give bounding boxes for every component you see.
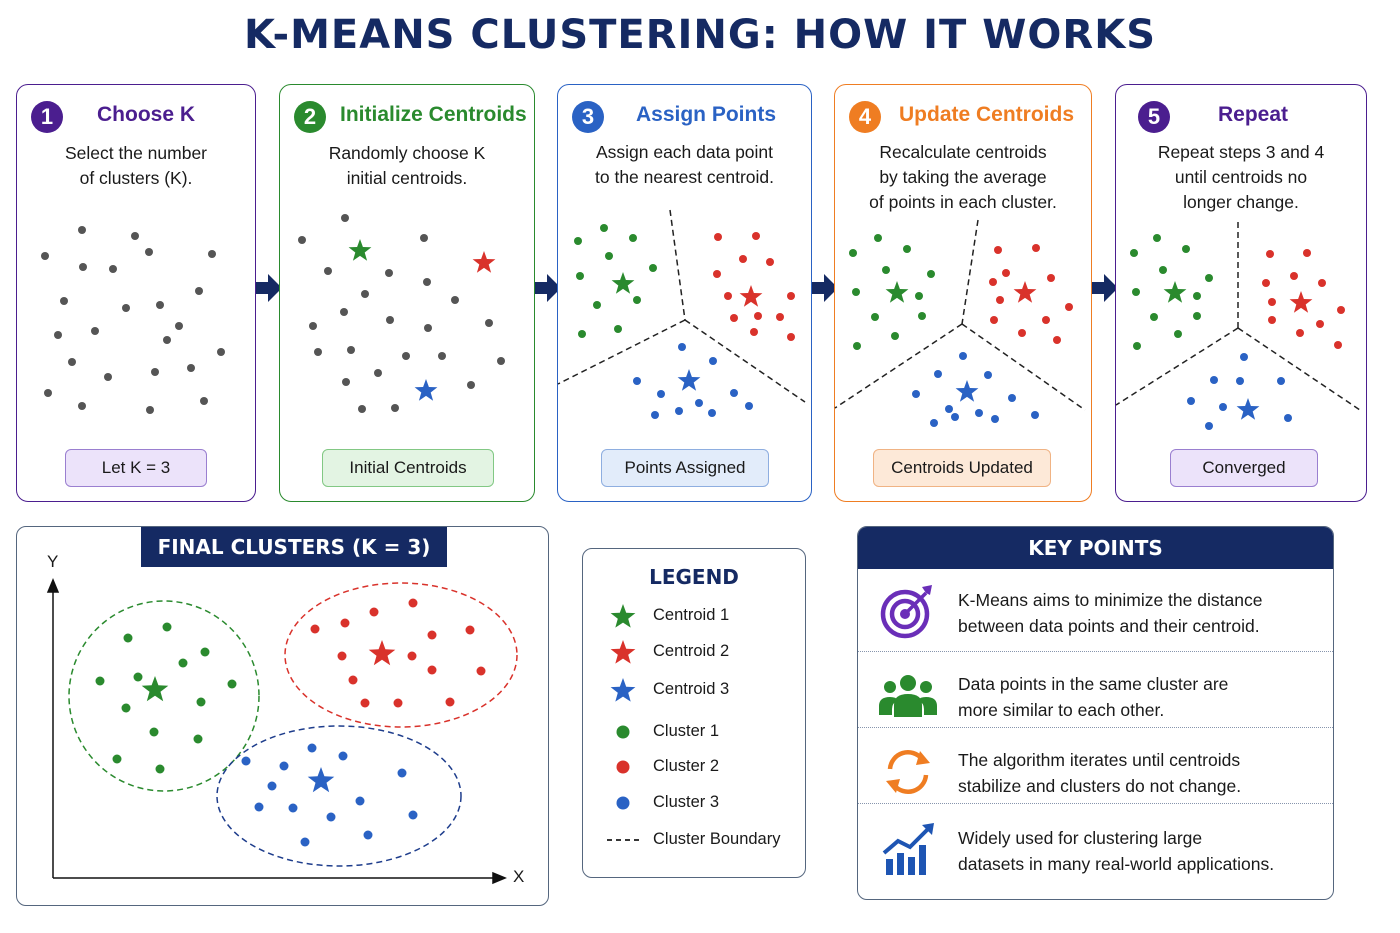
step-card-2: 2 Initialize Centroids Randomly choose K…	[279, 84, 535, 502]
plot-axes	[46, 578, 507, 885]
step-title: Choose K	[97, 103, 196, 126]
centroid-2-star	[472, 251, 496, 273]
final-clusters-title: FINAL CLUSTERS (K = 3)	[141, 527, 447, 567]
y-axis-label: Y	[47, 552, 59, 571]
cluster-3-dots-step-3	[633, 343, 753, 419]
voronoi-boundaries-step-4	[834, 219, 1086, 411]
cluster-2-points	[310, 598, 486, 708]
step-badge: Initial Centroids	[322, 449, 494, 487]
step-number-badge: 4	[849, 101, 881, 133]
voronoi-boundaries-step-3	[557, 209, 806, 403]
final-clusters-plot	[46, 578, 518, 885]
step-badge: Converged	[1170, 449, 1318, 487]
centroid-3-star	[414, 379, 438, 401]
cluster-2-boundary	[284, 582, 518, 728]
cluster-1-dots-step-5	[1130, 234, 1213, 350]
legend-panel: LEGEND Centroid 1 Centroid 2 Centroid 3 …	[582, 548, 806, 878]
step-title: Repeat	[1218, 103, 1289, 126]
step-badge: Centroids Updated	[873, 449, 1051, 487]
final-clusters-panel: FINAL CLUSTERS (K = 3) Y X	[16, 526, 549, 906]
cluster-3-points	[241, 743, 418, 847]
arrow-right-icon	[256, 274, 282, 302]
dot-icon	[616, 725, 630, 739]
cluster-1-dots-step-4	[849, 234, 935, 350]
page-title: K-MEANS CLUSTERING: HOW IT WORKS	[244, 12, 1156, 58]
target-icon	[880, 585, 932, 639]
step-number-badge: 2	[294, 101, 326, 133]
legend-title: LEGEND	[649, 565, 739, 589]
step-badge: Let K = 3	[65, 449, 207, 487]
cluster-2-dots-step-5	[1262, 249, 1345, 349]
cluster-3-dots-step-5	[1187, 353, 1292, 430]
step-title: Assign Points	[636, 103, 777, 126]
star-icon	[610, 604, 636, 628]
group-icon	[879, 675, 937, 717]
step-card-4: 4 Update Centroids Recalculate centroids…	[834, 84, 1092, 502]
growth-chart-icon	[882, 823, 934, 875]
refresh-icon	[886, 750, 930, 794]
step-number-badge: 3	[572, 101, 604, 133]
cluster-3-boundary	[216, 725, 462, 867]
divider	[858, 651, 1333, 652]
x-axis-label: X	[513, 867, 525, 886]
cluster-3-dots-step-4	[912, 352, 1039, 427]
cluster-2-dots-step-3	[713, 232, 795, 341]
key-points-panel: KEY POINTS K-Means aims to minimize the …	[857, 526, 1334, 900]
step-plots-layer	[41, 209, 1361, 430]
star-icon	[610, 640, 636, 664]
step-title: Update Centroids	[899, 103, 1075, 126]
key-points-title: KEY POINTS	[858, 527, 1333, 569]
step-number-badge: 5	[1138, 101, 1170, 133]
divider	[858, 727, 1333, 728]
cluster-1-boundary	[68, 600, 260, 792]
scatter-plot-step-1	[41, 226, 225, 414]
divider	[858, 803, 1333, 804]
step-title: Initialize Centroids	[340, 103, 527, 126]
arrow-right-icon	[1092, 274, 1118, 302]
dot-icon	[616, 760, 630, 774]
arrow-right-icon	[535, 274, 561, 302]
dot-icon	[616, 796, 630, 810]
cluster-2-dots-step-4	[989, 244, 1073, 344]
cluster-1-dots-step-3	[574, 224, 657, 338]
arrow-right-icon	[812, 274, 838, 302]
voronoi-boundaries-step-5	[1115, 222, 1361, 411]
dashed-line-icon	[607, 839, 639, 841]
star-icon	[610, 678, 636, 702]
centroid-1-star	[348, 239, 372, 261]
step-badge: Points Assigned	[601, 449, 769, 487]
step-number-badge: 1	[31, 101, 63, 133]
scatter-plot-step-2	[298, 214, 505, 413]
cluster-1-points	[95, 622, 237, 774]
